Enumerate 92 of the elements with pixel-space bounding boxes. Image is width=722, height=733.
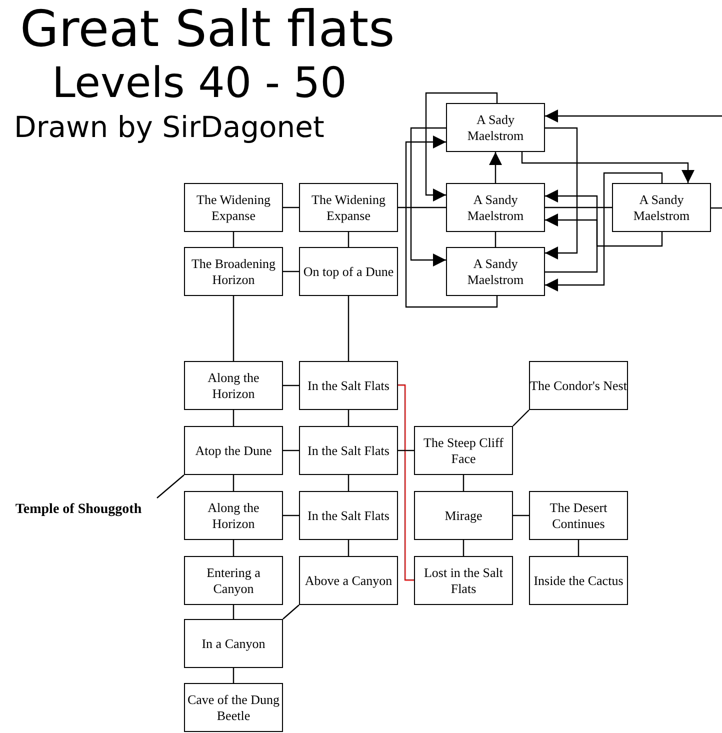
connector-line xyxy=(398,206,446,208)
location-name: Atop the Dune xyxy=(195,442,272,458)
connector-line xyxy=(282,604,300,620)
room-box xyxy=(299,426,398,475)
arrow xyxy=(425,92,498,202)
location-name: The Desert Continues xyxy=(548,500,608,532)
connector-line xyxy=(232,296,234,361)
room-box xyxy=(184,183,283,232)
connector-line xyxy=(283,384,299,386)
connector-line xyxy=(348,232,350,247)
connector-line xyxy=(462,475,464,491)
location-name: Above a Canyon xyxy=(304,572,392,588)
connector-line xyxy=(232,410,234,426)
room-box xyxy=(184,361,283,410)
room-box xyxy=(414,556,513,605)
connector-line xyxy=(283,514,299,516)
connector-line xyxy=(283,206,299,208)
arrow xyxy=(545,110,722,122)
room-box xyxy=(446,183,545,232)
location-name: A Sady Maelstrom xyxy=(466,112,525,144)
room-box xyxy=(299,556,398,605)
connector-line xyxy=(462,540,464,556)
connector-line xyxy=(156,474,184,498)
room-box xyxy=(414,426,513,475)
room-box xyxy=(299,491,398,540)
arrow xyxy=(410,127,446,266)
location-name: Temple of Shouggoth xyxy=(15,502,142,518)
room-box xyxy=(414,491,513,540)
room-box xyxy=(184,426,283,475)
connector-line xyxy=(232,232,234,247)
diagram-title: Great Salt flats xyxy=(20,2,395,57)
arrow xyxy=(545,190,663,247)
connector-line xyxy=(348,540,350,556)
connector-line xyxy=(398,450,414,452)
subtitle: Levels 40 - 50 xyxy=(52,60,347,106)
connector-line xyxy=(513,514,529,516)
connector-line xyxy=(398,384,414,581)
connector-line xyxy=(232,540,234,556)
arrow xyxy=(489,152,502,183)
location-name: A Sandy Maelstrom xyxy=(466,256,525,288)
arrow xyxy=(521,152,694,183)
connector-line xyxy=(283,450,299,452)
connector-line xyxy=(232,605,234,619)
location-name: The Broadening Horizon xyxy=(190,256,277,288)
connector-line xyxy=(711,207,722,209)
location-name: In the Salt Flats xyxy=(308,378,390,394)
room-box xyxy=(184,556,283,605)
connector-line xyxy=(348,410,350,426)
location-name: The Condor's Nest xyxy=(530,378,627,394)
location-name: A Sandy Maelstrom xyxy=(466,192,525,224)
arrow xyxy=(405,136,498,308)
room-box xyxy=(529,491,628,540)
connector-line xyxy=(283,270,299,272)
connector-line xyxy=(512,410,530,426)
location-name: A Sandy Maelstrom xyxy=(632,192,691,224)
location-name: The Steep Cliff Face xyxy=(422,434,504,466)
subtitle: Drawn by SirDagonet xyxy=(14,112,324,144)
connector-line xyxy=(578,540,580,556)
arrow xyxy=(545,127,578,260)
connector-line xyxy=(232,475,234,491)
room-box xyxy=(184,491,283,540)
room-box xyxy=(299,361,398,410)
location-name: Mirage xyxy=(444,508,482,524)
connector-line xyxy=(494,232,496,247)
room-box xyxy=(299,183,398,232)
location-name: The Widening Expanse xyxy=(196,192,272,224)
arrow xyxy=(545,172,663,292)
room-box xyxy=(184,683,283,732)
connector-line xyxy=(545,206,612,208)
location-name: In a Canyon xyxy=(202,636,266,652)
location-name: Along the Horizon xyxy=(206,500,260,532)
connector-line xyxy=(348,296,350,361)
room-box xyxy=(446,247,545,296)
location-name: The Widening Expanse xyxy=(310,192,386,224)
room-box xyxy=(184,619,283,668)
location-name: In the Salt Flats xyxy=(308,508,390,524)
room-box xyxy=(184,247,283,296)
location-name: Inside the Cactus xyxy=(534,572,624,588)
room-box xyxy=(299,247,398,296)
room-box xyxy=(529,361,628,410)
arrow xyxy=(545,214,598,273)
location-name: On top of a Dune xyxy=(303,264,394,280)
location-name: Along the Horizon xyxy=(206,370,260,402)
connector-line xyxy=(348,475,350,491)
room-box xyxy=(529,556,628,605)
location-name: Lost in the Salt Flats xyxy=(422,564,504,596)
connector-line xyxy=(232,668,234,683)
location-name: Cave of the Dung Beetle xyxy=(186,692,281,724)
location-name: Entering a Canyon xyxy=(206,564,262,596)
location-name: In the Salt Flats xyxy=(308,442,390,458)
room-box xyxy=(612,183,711,232)
room-box xyxy=(446,103,545,152)
